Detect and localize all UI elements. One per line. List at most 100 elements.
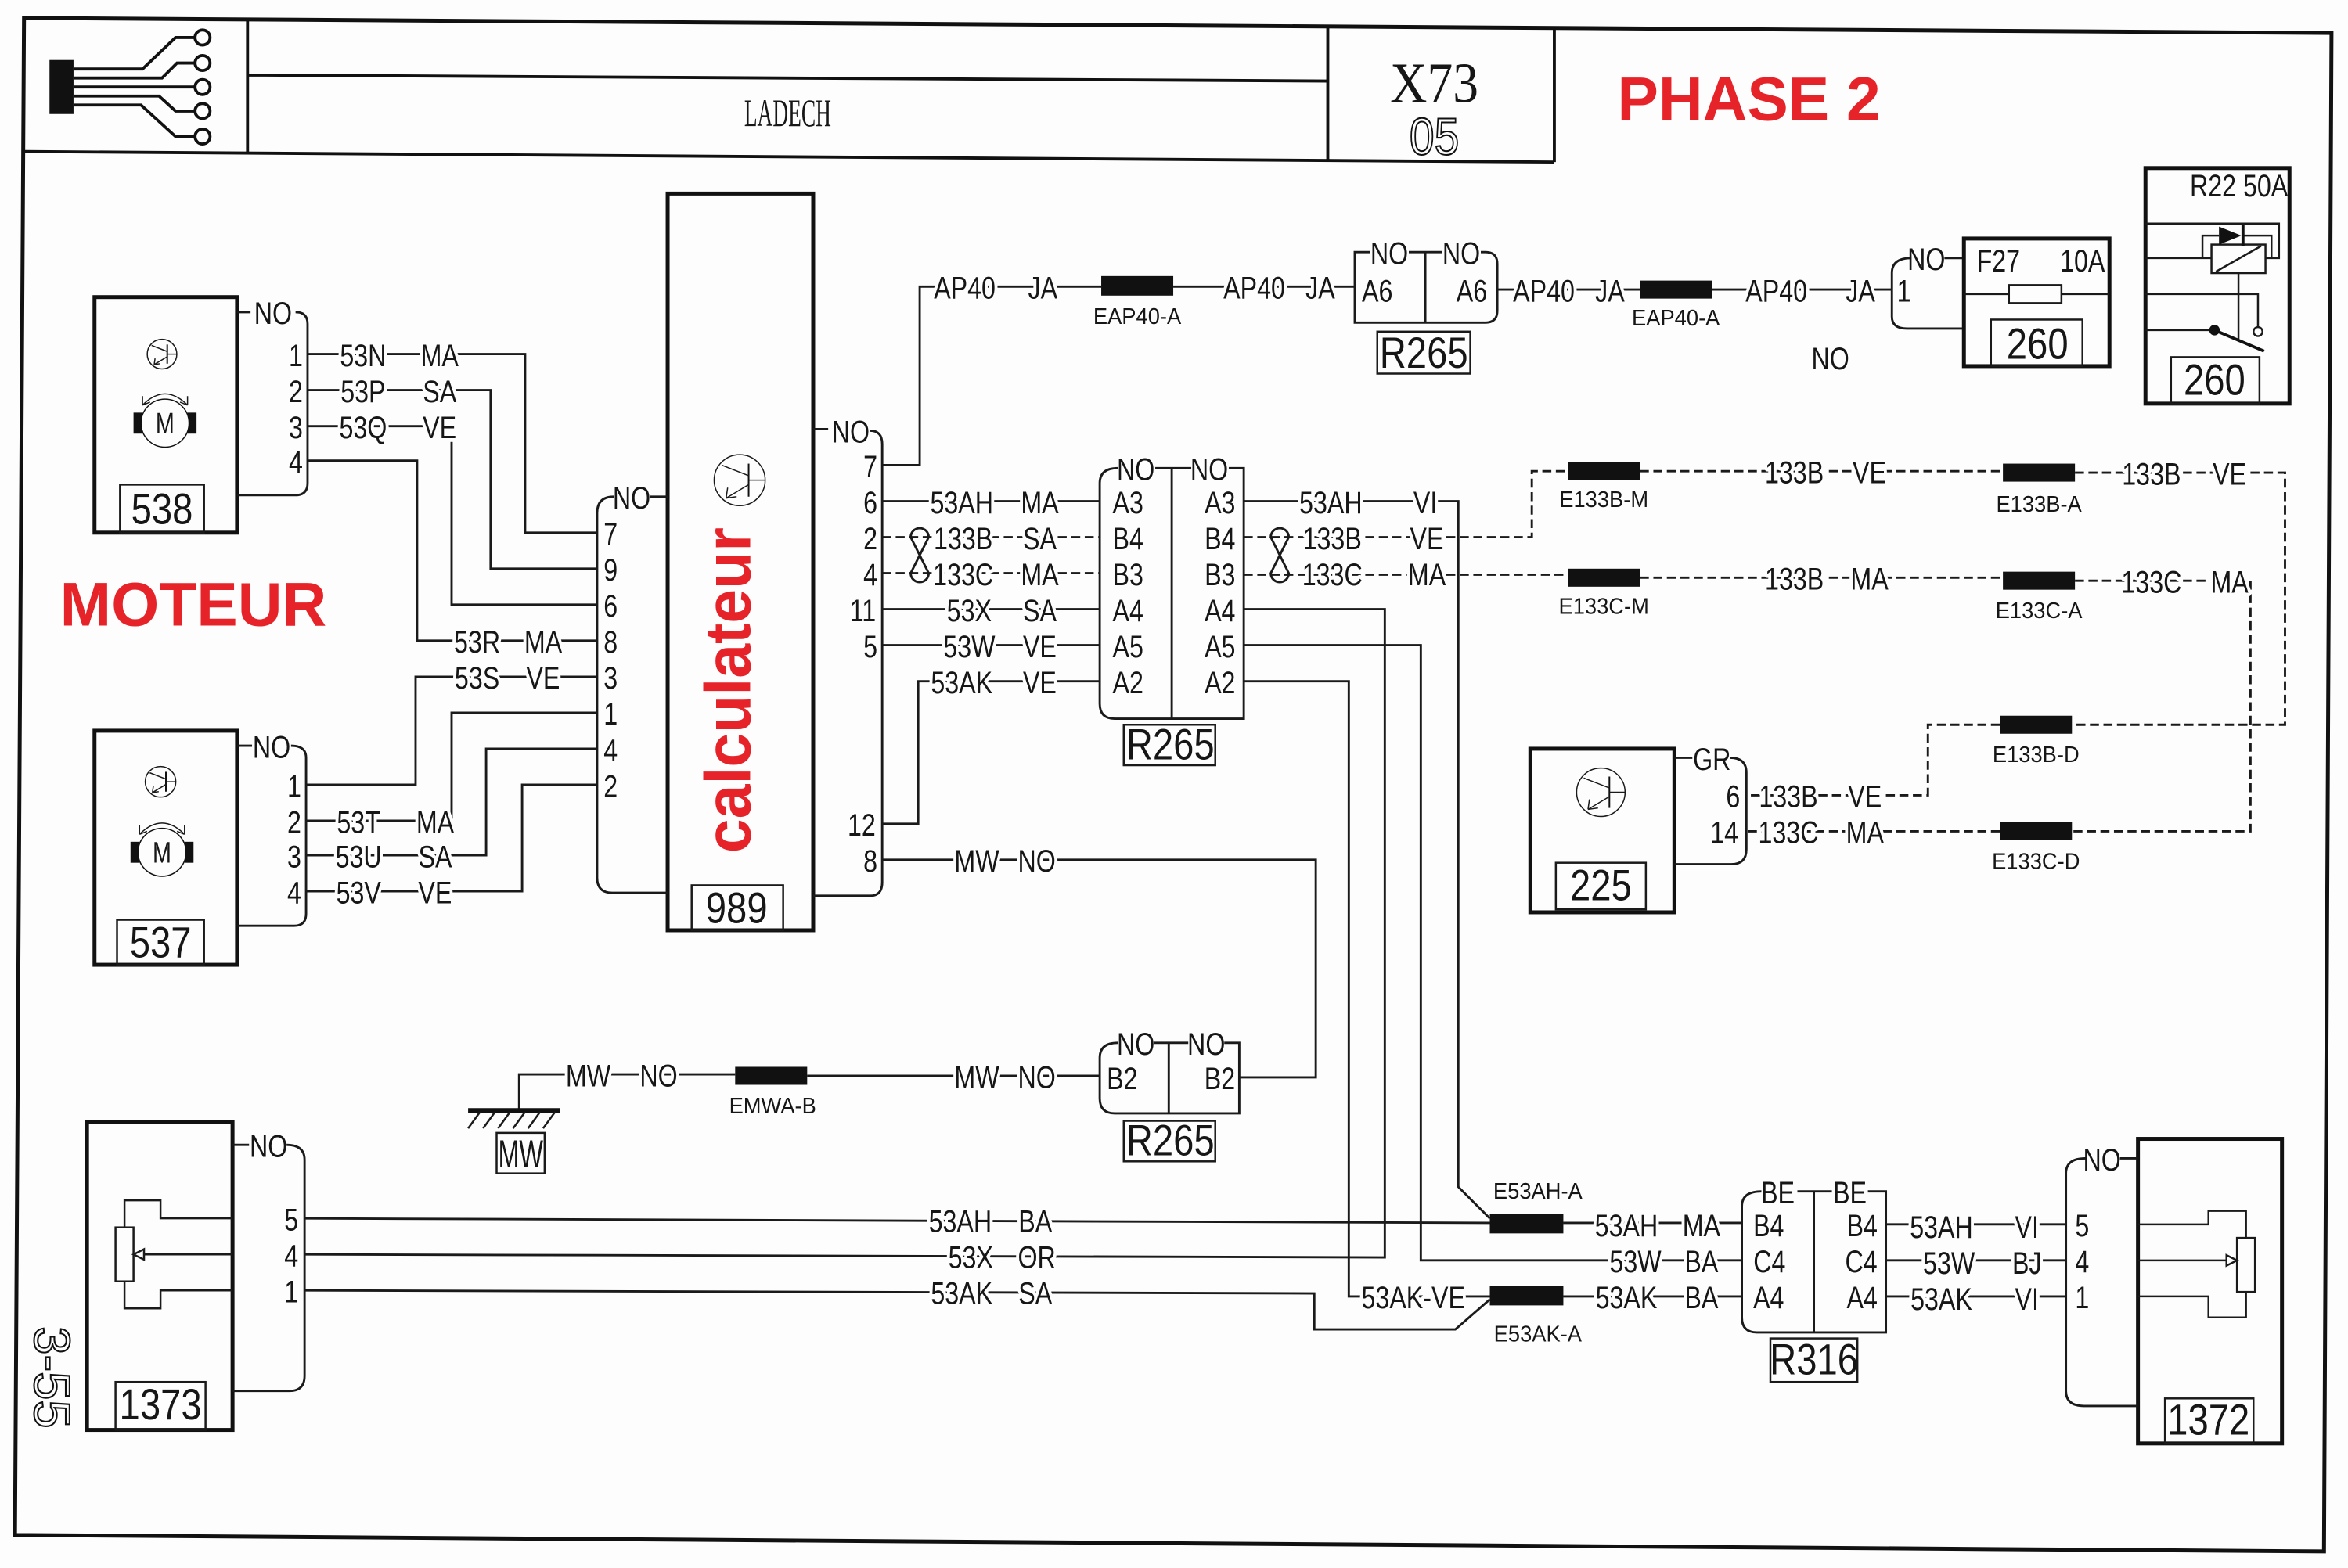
connector-logo-icon [49,28,212,146]
wire-color-label: SA [419,839,453,874]
motor-538: 538 M NO 1 2 3 4 [92,295,309,535]
wire-id-label: 133B [2122,456,2181,491]
ecu-989-left-pin: 7 [603,516,618,552]
sensor-1373: 1373 NO 5 4 1 [85,1120,306,1433]
wire-53AH-r316: 53AH MA [1563,1204,1742,1246]
connector-r265-main: NO NO A3 B4 B3 A4 A5 A2 A3 B4 B3 A4 A5 A… [1098,451,1245,769]
connector-r316-left-color: BE [1761,1175,1795,1210]
wire-id-label: 53AK [1596,1280,1658,1315]
wire-53AH-r265: 53AH VI [1244,481,1491,1220]
wire-color-label: JA [1595,273,1625,308]
wire-id-label: 53AH [1299,484,1363,520]
wire-color-label: MA [1683,1208,1721,1243]
wire-color-label: VI [2015,1210,2039,1245]
motor-537-ref-box [116,919,205,966]
connector-r265-main-outline [1098,466,1245,721]
motor-group-label: MOTEUR [60,570,327,639]
unit-225: 225 GR 6 14 [1528,741,1748,915]
splice-label: EAP40-A [1093,304,1182,329]
splice-label: E53AK-A [1494,1322,1583,1347]
ecu-989-left-connector-color: NO [613,480,650,516]
connector-r265-ground-ref-box [1122,1120,1216,1163]
connector-r265-main-ref: R265 [1126,720,1215,769]
connector-r265-ground-left-color: NO [1117,1027,1154,1062]
wire-color-label: BJ [2012,1246,2042,1281]
wire-color-label: MA [1846,815,1885,850]
wire-id-label: 53U [336,839,382,874]
connector-r265-ground-right-pin: B2 [1205,1061,1235,1096]
sensor-1372-pin: 1 [2075,1280,2089,1315]
unit-225-connector-bracket [1674,757,1748,866]
wire-AP40-r265-in: AP40 JA [1173,267,1355,309]
wire-133B-225: 133B VE [1746,723,2000,818]
connector-r316-left-pin: B4 [1753,1208,1784,1243]
connector-r265-top-left-pin: A6 [1362,273,1392,308]
connector-r265-main-right-color: NO [1190,451,1228,487]
unit-225-ref-box [1554,861,1648,911]
wire-id-label: 53AK [931,665,992,700]
sensor-1372-pin: 4 [2075,1244,2089,1279]
connector-r265-ground-outline [1098,1041,1241,1115]
diagram-code: X73 [1390,51,1478,114]
wire-color-label: VE [2213,456,2246,491]
motor-537-connector-color: NO [253,729,290,764]
splice-marker [1568,568,1640,587]
wire-color-label: OR [1017,1239,1055,1275]
connector-r265-top-right-color: NO [1442,236,1480,271]
splice-marker [2003,463,2076,482]
wire-133C-ecu: 133C MA [882,553,1100,595]
wire-color-label: VE [1853,455,1886,490]
motor-538-pin: 3 [289,410,303,445]
wire-53R: 53R MA [307,459,597,663]
wire-color-label: SA [1023,592,1057,628]
diagram-title: LADECH [744,91,831,135]
wire-color-label: BA [1684,1280,1719,1315]
wire-color-label: VI [2015,1282,2039,1317]
fuse-box-260-connector-color: NO [1907,242,1945,277]
wire-133C-a-d: 133C MA [2072,561,2253,833]
wire-53AK-VE-r265: 53AK-VE [1244,680,1490,1318]
sensor-1372-ref: 1372 [2167,1395,2249,1444]
unit-225-pin: 14 [1710,815,1738,850]
unit-225-ref: 225 [1570,861,1632,910]
relay-rating: 50A [2243,168,2289,203]
wire-53X-1373: 53X OR [304,608,1386,1278]
sensor-1373-pin: 4 [284,1238,298,1273]
motor-letter: M [156,407,175,441]
connector-r265-top-ref-box [1376,330,1471,375]
wire-color-label: JA [1846,273,1875,308]
wire-color-label: VE [526,660,560,696]
connector-r265-top-ref: R265 [1380,328,1468,377]
wire-color-label: VE [418,875,452,910]
ecu-989-left-pin: 8 [603,624,618,660]
wire-label: 53AK-VE [1362,1280,1465,1315]
wire-color-label: SA [1018,1275,1053,1311]
wire-id-label: 133B [1303,520,1362,556]
fuse-box-260-ref: 260 [2007,319,2069,369]
splice-marker [1640,280,1712,299]
fuse-box-260: NO 1 F27 10A 260 [1890,236,2112,369]
splice-label: E133B-D [1993,743,2080,768]
wire-id-label: 53AH [930,484,993,520]
ecu-989-left-pin: 4 [603,732,618,768]
wire-id-label: 133B [1759,779,1817,814]
motor-537-connector-bracket [236,744,308,927]
wire-id-label: 53S [455,660,499,696]
splice-label: E133C-D [1992,849,2080,874]
ecu-989-left-pin: 3 [603,660,618,696]
connector-r265-top: NO NO A6 A6 R265 [1353,236,1499,377]
connector-r265-ground: NO NO B2 B2 R265 [1098,1027,1241,1164]
phase-label: PHASE 2 [1617,64,1880,133]
wire-id-label: 53AK [931,1275,992,1311]
wire-id-label: 133C [2121,564,2181,599]
motor-538-connector-color: NO [254,296,292,331]
ground-icon [467,1108,560,1129]
sensor-1373-ref: 1373 [120,1379,202,1429]
wire-53W-ecu: 53W VE [882,625,1100,667]
wire-133B-m-a: 133B VE [1640,451,2004,494]
connector-r265-main-right-pin: A3 [1205,484,1235,520]
splice-label: EMWA-B [729,1093,816,1118]
connector-r265-main-left-pin: B4 [1113,520,1143,556]
motor-537: 537 M NO 1 2 3 4 [92,728,308,967]
wire-53N: 53N MA [307,334,597,534]
